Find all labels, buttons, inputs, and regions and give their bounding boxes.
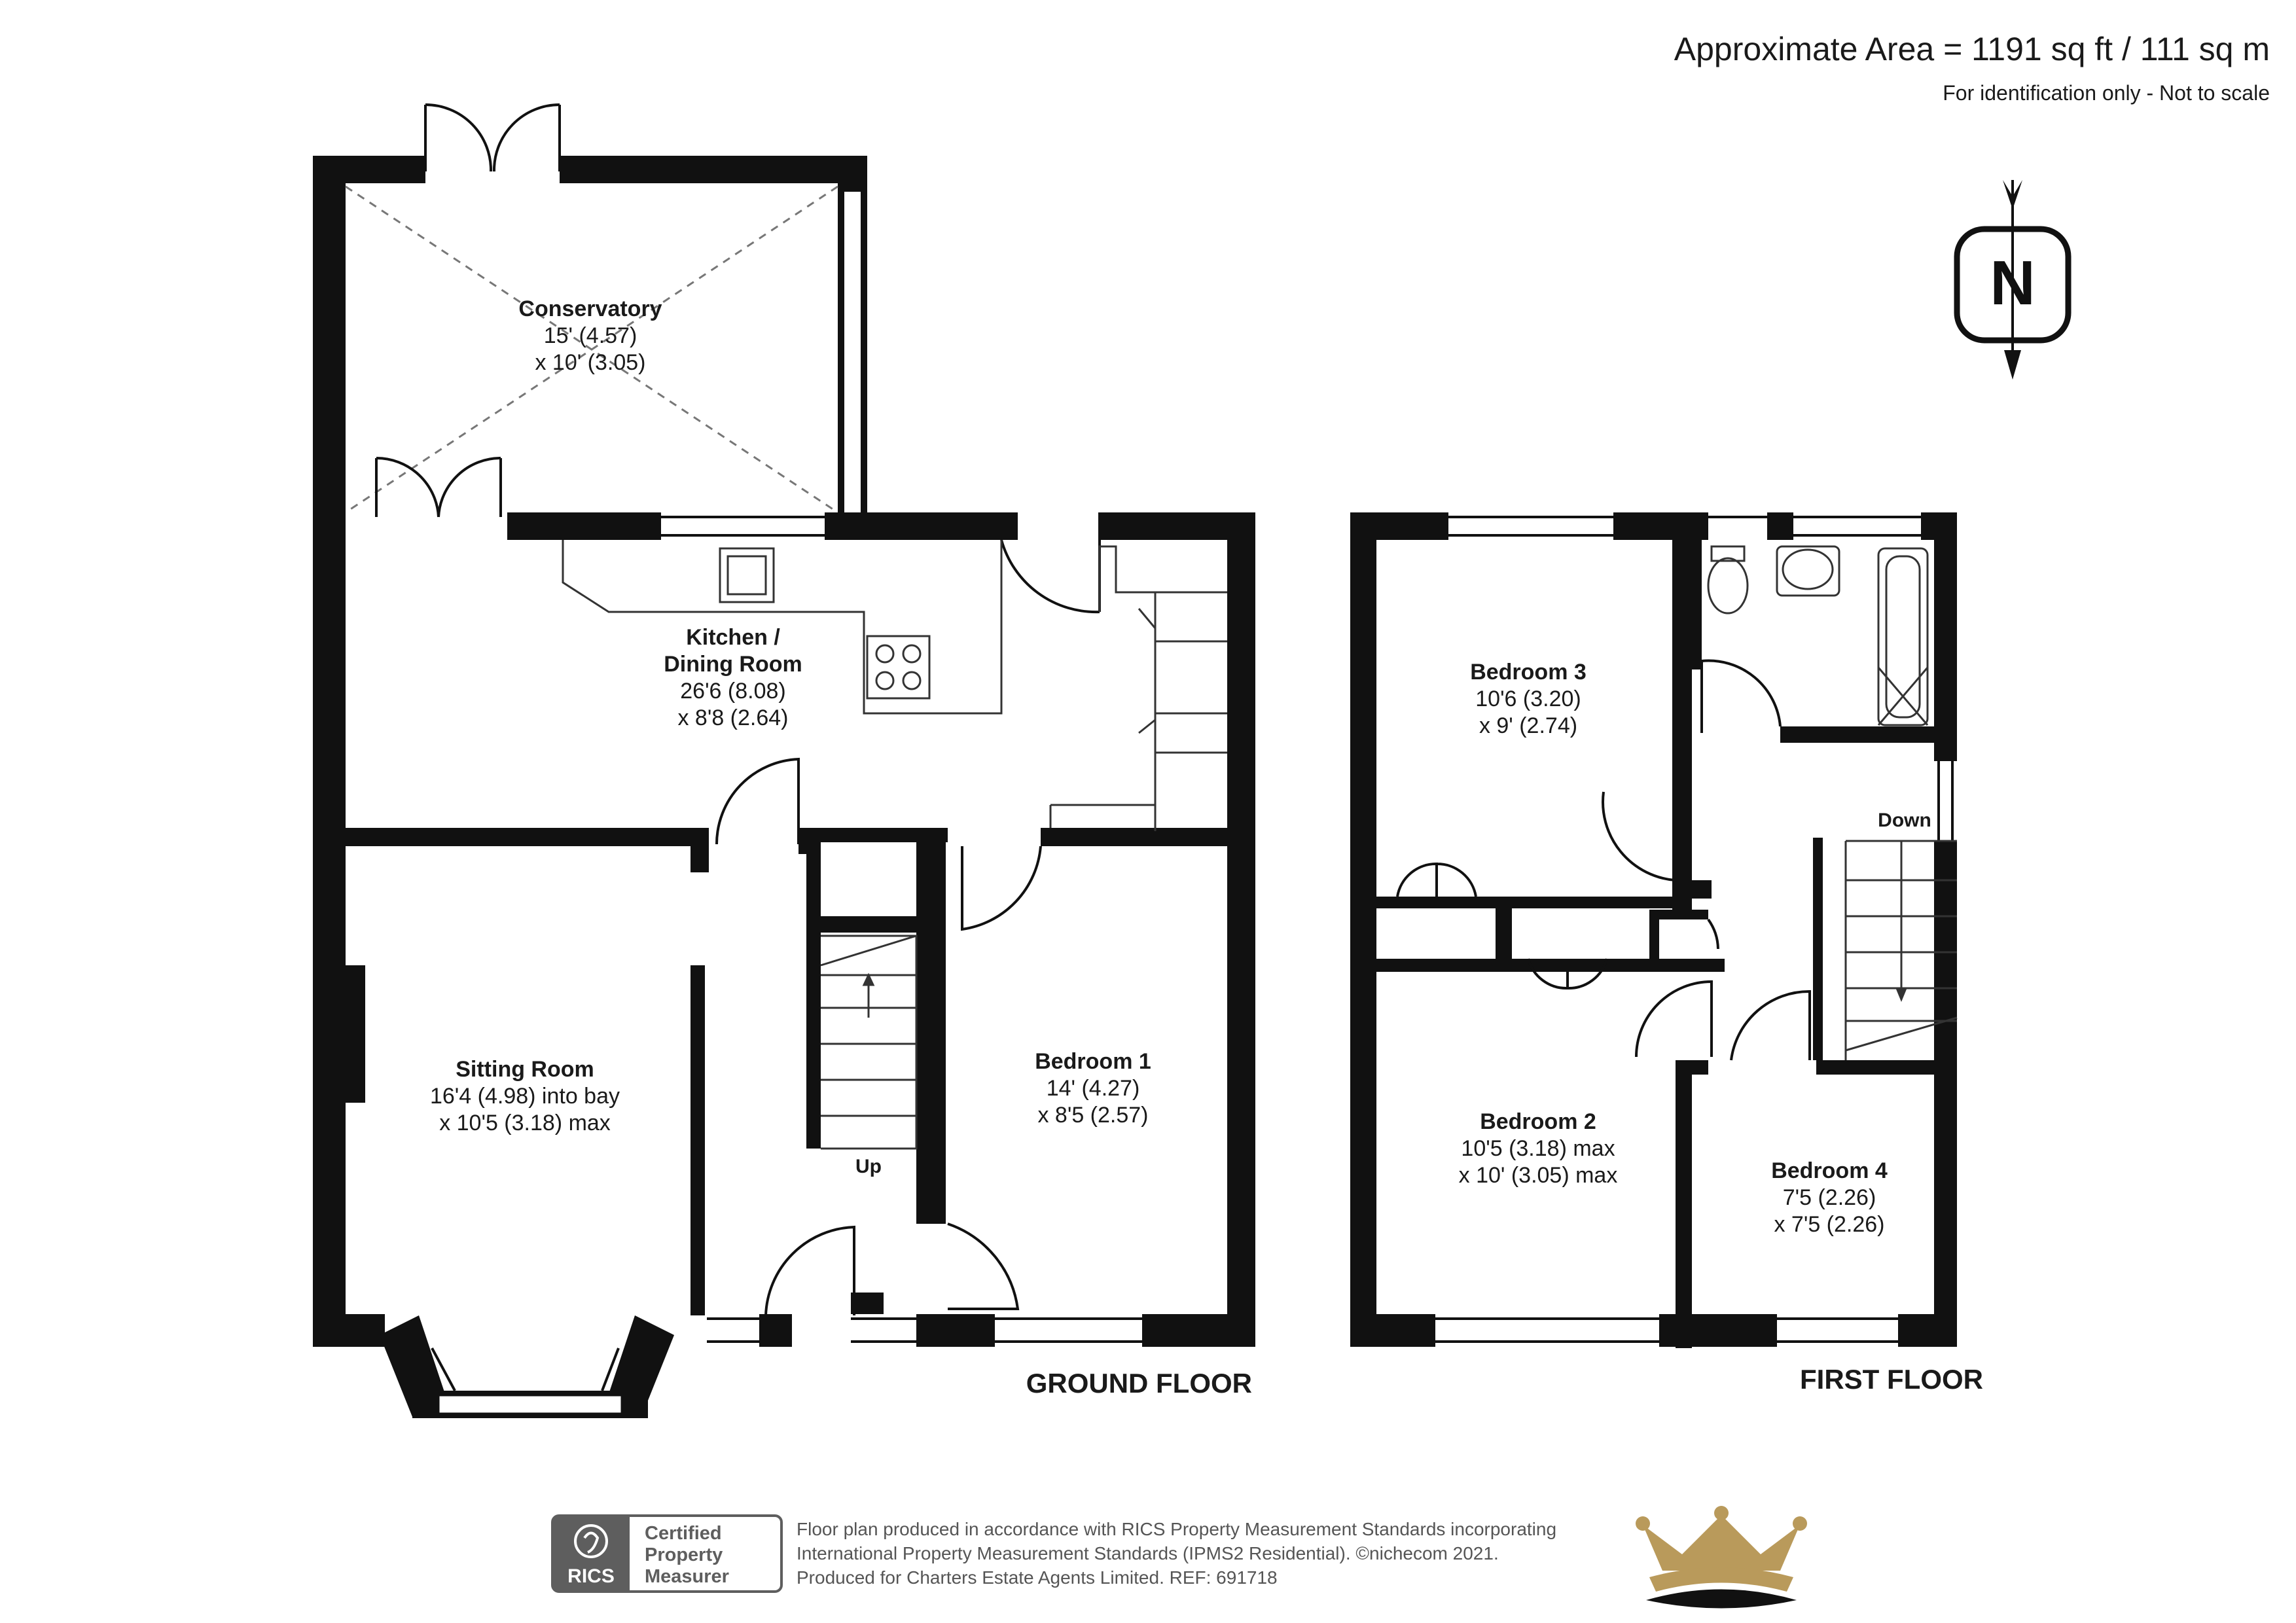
first-floor-doors <box>1396 659 1811 1061</box>
conservatory-roof-lines <box>345 185 838 514</box>
bedroom3-dim1: 10'6 (3.20) <box>1475 687 1581 711</box>
bedroom4-name: Bedroom 4 <box>1771 1158 1888 1183</box>
rics-badge <box>551 1514 783 1593</box>
bedroom2-dim2: x 10' (3.05) max <box>1459 1163 1618 1188</box>
first-floor-stairs <box>1844 840 1958 1060</box>
rics-badge-line3: Measurer <box>645 1566 729 1587</box>
conservatory-dim1: 15' (4.57) <box>544 323 637 348</box>
footer-text: Floor plan produced in accordance with R… <box>797 1517 1647 1590</box>
first-stairs-label: Down <box>1878 810 1931 831</box>
sitting-room-name: Sitting Room <box>456 1057 594 1082</box>
bedroom2-name: Bedroom 2 <box>1480 1109 1596 1134</box>
conservatory-dim2: x 10' (3.05) <box>535 350 645 375</box>
compass <box>1954 180 2072 380</box>
first-floor-label: FIRST FLOOR <box>1800 1364 1983 1395</box>
rics-badge-org: RICS <box>567 1565 615 1587</box>
ground-stairs-label: Up <box>855 1156 882 1177</box>
conservatory-name: Conservatory <box>518 296 662 321</box>
rics-badge-line2: Property <box>645 1544 723 1565</box>
bedroom3-dim2: x 9' (2.74) <box>1479 713 1577 738</box>
ground-floor-walls <box>313 156 1255 1347</box>
first-floor-windows <box>1435 516 1954 1343</box>
bedroom4-dim1: 7'5 (2.26) <box>1783 1185 1876 1210</box>
footer-line1: Floor plan produced in accordance with R… <box>797 1519 1557 1539</box>
approximate-area: Approximate Area = 1191 sq ft / 111 sq m <box>1674 31 2270 67</box>
ground-floor-stairs <box>820 935 918 1150</box>
kitchen-dim2: x 8'8 (2.64) <box>677 705 788 730</box>
scale-note: For identification only - Not to scale <box>1943 81 2270 105</box>
kitchen-dim1: 26'6 (8.08) <box>680 679 785 704</box>
bedroom2-dim1: 10'5 (3.18) max <box>1461 1136 1615 1161</box>
ground-floor-label: GROUND FLOOR <box>1026 1368 1252 1399</box>
crown-logo <box>1636 1506 1807 1609</box>
first-floor-walls <box>1350 512 1957 1348</box>
rics-badge-line1: Certified <box>645 1523 722 1544</box>
sitting-room-dim1: 16'4 (4.98) into bay <box>430 1084 620 1109</box>
kitchen-units <box>562 540 1227 831</box>
bedroom1-dim1: 14' (4.27) <box>1047 1076 1140 1101</box>
ground-floor-windows <box>346 170 1142 1343</box>
footer-line3: Produced for Charters Estate Agents Limi… <box>797 1567 1278 1588</box>
sitting-room-dim2: x 10'5 (3.18) max <box>439 1111 611 1135</box>
bathroom-fittings <box>1707 545 1929 726</box>
bedroom4-dim2: x 7'5 (2.26) <box>1774 1212 1884 1237</box>
kitchen-name-line1: Kitchen / <box>686 625 780 650</box>
bedroom1-name: Bedroom 1 <box>1035 1049 1151 1074</box>
bay-window <box>380 1315 674 1418</box>
bedroom1-dim2: x 8'5 (2.57) <box>1037 1103 1148 1128</box>
bedroom3-name: Bedroom 3 <box>1470 660 1587 685</box>
compass-north-letter: N <box>1990 248 2035 318</box>
footer-line2: International Property Measurement Stand… <box>797 1543 1499 1563</box>
kitchen-name-line2: Dining Room <box>664 652 802 677</box>
